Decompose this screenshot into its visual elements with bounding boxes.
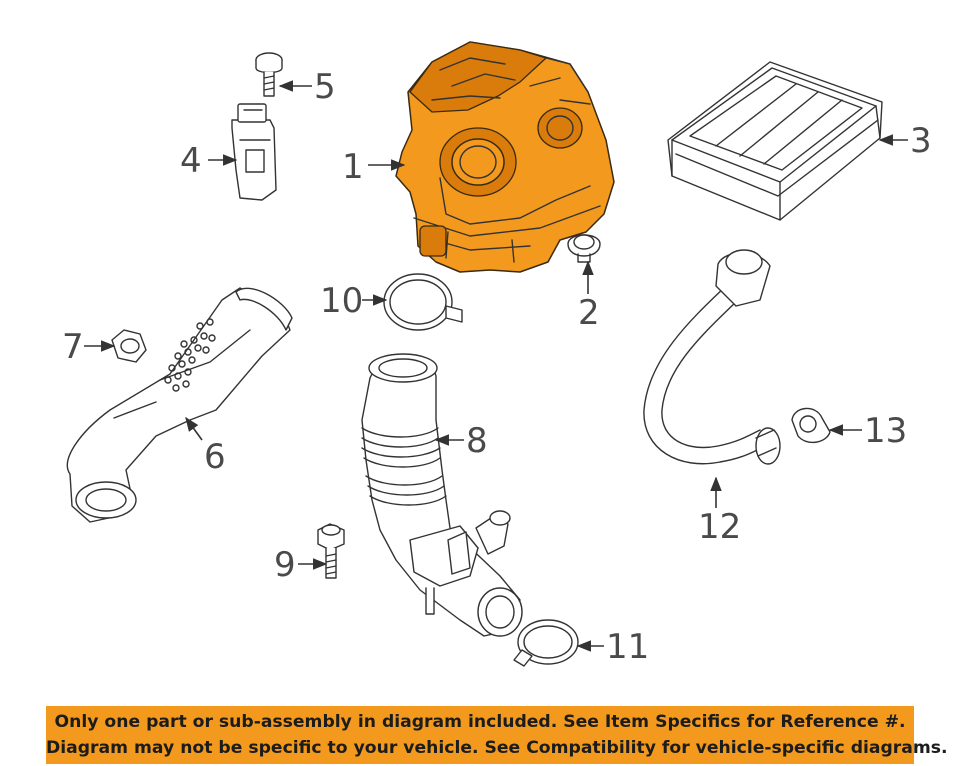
- callout-3: 3: [910, 121, 932, 161]
- callout-7: 7: [62, 327, 84, 367]
- air-flow-sensor[interactable]: [231, 103, 277, 201]
- grommet[interactable]: [567, 234, 601, 263]
- callout-13: 13: [864, 411, 907, 451]
- callout-9: 9: [274, 545, 296, 585]
- vent-grille: [164, 318, 216, 392]
- bolt-5[interactable]: [255, 52, 283, 97]
- intake-duct[interactable]: [66, 287, 293, 523]
- callout-12: 12: [698, 507, 741, 547]
- callout-5: 5: [314, 67, 336, 107]
- callout-arrows: [84, 80, 908, 652]
- clamp-10[interactable]: [383, 273, 463, 331]
- bolt-9[interactable]: [317, 523, 345, 579]
- intake-hose[interactable]: [361, 353, 523, 637]
- callout-4: 4: [180, 141, 202, 181]
- disclaimer-line-1: Only one part or sub-assembly in diagram…: [54, 712, 906, 732]
- clip-13[interactable]: [791, 407, 831, 443]
- callout-11: 11: [606, 627, 649, 667]
- disclaimer-line-2: Diagram may not be specific to your vehi…: [46, 738, 948, 758]
- nut-7[interactable]: [111, 329, 147, 363]
- callout-6: 6: [204, 437, 226, 477]
- callout-10: 10: [320, 281, 363, 321]
- clamp-11[interactable]: [513, 619, 579, 667]
- callout-8: 8: [466, 421, 488, 461]
- disclaimer-banner: Only one part or sub-assembly in diagram…: [46, 706, 948, 764]
- callout-1: 1: [342, 147, 364, 187]
- air-cleaner-housing[interactable]: [395, 41, 615, 273]
- air-filter[interactable]: [667, 61, 883, 221]
- vent-hose[interactable]: [643, 249, 781, 465]
- callout-2: 2: [578, 293, 600, 333]
- parts-diagram: 1 2 3 4 5 6 7 8 9 10 11 12 13: [62, 41, 932, 667]
